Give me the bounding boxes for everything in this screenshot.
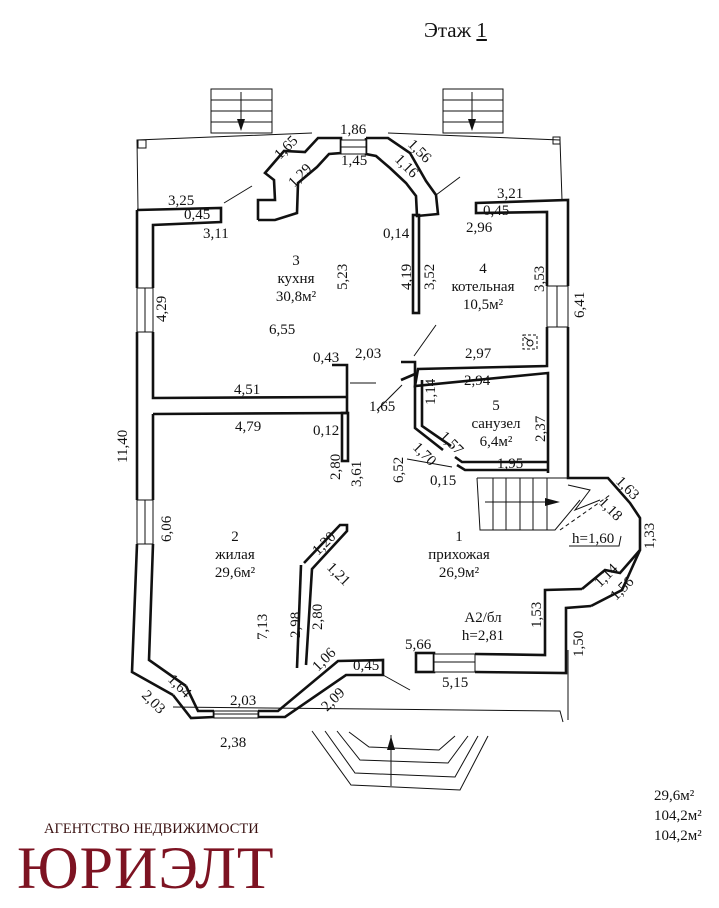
dim: 4,51 — [234, 382, 260, 398]
internal-staircase — [476, 477, 622, 547]
room-area: 29,6м² — [215, 565, 256, 581]
class-label: А2/бл — [464, 610, 502, 626]
dim: 2,37 — [533, 415, 549, 442]
dim: 1,06 — [310, 645, 340, 675]
room-hallway: 1 прихожая 26,9м² — [428, 529, 490, 581]
stairs-bottom — [311, 730, 489, 791]
stair-height: h=1,60 — [572, 531, 614, 547]
agency-logo: ЮРИЭЛТ — [17, 835, 275, 901]
dim: 5,15 — [442, 675, 468, 691]
room-area: 26,9м² — [439, 565, 480, 581]
dim: 1,33 — [642, 523, 658, 549]
dim: 1,86 — [340, 122, 367, 138]
dim: 0,43 — [313, 350, 339, 366]
total-line: 29,6м² — [654, 788, 695, 804]
dim: 4,29 — [154, 296, 170, 322]
arrow-down-icon — [468, 119, 476, 131]
dimension-labels: 1,86 1,45 1,65 1,29 1,56 1,16 3,25 0,45 … — [115, 122, 658, 751]
dim: 1,21 — [323, 560, 353, 590]
dim: 1,64 — [164, 672, 194, 702]
room-number: 4 — [479, 261, 487, 277]
area-totals: 29,6м² 104,2м² 104,2м² — [654, 786, 702, 846]
floor-number: 1 — [476, 18, 487, 42]
floor-title-prefix: Этаж — [424, 18, 472, 42]
dim: 5,66 — [405, 637, 432, 653]
outer-walls — [130, 136, 642, 720]
dim: 1,20 — [310, 529, 340, 559]
arrow-up-icon — [387, 736, 395, 750]
interior-walls — [223, 176, 548, 691]
agency-subtitle: АГЕНТСТВО НЕДВИЖИМОСТИ — [44, 821, 259, 837]
room-living: 2 жилая 29,6м² — [214, 529, 255, 581]
room-name: кухня — [277, 271, 314, 287]
room-name: жилая — [214, 547, 255, 563]
floor-title: Этаж 1 — [424, 18, 487, 43]
dim: 1,95 — [497, 456, 523, 472]
dim: 2,38 — [220, 735, 246, 751]
room-area: 6,4м² — [480, 434, 513, 450]
room-number: 2 — [231, 529, 239, 545]
dim: 3,25 — [168, 193, 194, 209]
room-bathroom: 5 санузел 6,4м² — [471, 398, 521, 450]
dim: 2,98 — [288, 612, 304, 638]
dim: 3,21 — [497, 186, 523, 202]
room-number: 3 — [292, 253, 300, 269]
dim: 1,65 — [369, 399, 395, 415]
dim: 2,97 — [465, 346, 492, 362]
dim: 1,14 — [423, 378, 439, 405]
stairs-top-right — [442, 88, 504, 134]
dim: 2,80 — [328, 454, 344, 480]
dim: 3,61 — [349, 461, 365, 487]
dim: 6,52 — [391, 457, 407, 483]
dim: 3,52 — [422, 264, 438, 290]
stairs-top-left — [210, 88, 273, 134]
dim: 0,12 — [313, 423, 339, 439]
dim: 2,80 — [310, 604, 326, 630]
dim: 7,13 — [255, 614, 271, 640]
dim: 1,50 — [571, 631, 587, 657]
ceiling-height: h=2,81 — [462, 628, 504, 644]
dim: 6,06 — [159, 515, 175, 542]
total-line: 104,2м² — [654, 808, 702, 824]
dim: 4,79 — [235, 419, 261, 435]
dim: 0,45 — [483, 203, 509, 219]
room-number: 1 — [455, 529, 463, 545]
dim: 2,03 — [138, 688, 168, 718]
dim: 6,41 — [572, 292, 588, 318]
dim: 3,11 — [203, 226, 229, 242]
dim: 6,55 — [269, 322, 295, 338]
room-name: санузел — [471, 416, 521, 432]
dim: 0,15 — [430, 473, 456, 489]
dim: 0,45 — [353, 658, 379, 674]
dim: 2,94 — [464, 373, 491, 389]
room-boiler: 4 котельная 10,5м² — [452, 261, 515, 313]
dim: 1,57 — [436, 429, 466, 459]
dim: 2,03 — [230, 693, 256, 709]
dim: 3,53 — [532, 266, 548, 292]
dim: 0,45 — [184, 207, 210, 223]
room-kitchen: 3 кухня 30,8м² — [276, 253, 317, 305]
room-name: котельная — [452, 279, 515, 295]
total-line: 104,2м² — [654, 828, 702, 844]
room-area: 30,8м² — [276, 289, 317, 305]
dim: 1,18 — [595, 495, 625, 525]
room-number: 5 — [492, 398, 500, 414]
terrace-outline — [136, 132, 569, 723]
room-area: 10,5м² — [463, 297, 504, 313]
dim: 4,19 — [399, 264, 415, 290]
dim: 5,23 — [335, 264, 351, 290]
dim: 1,53 — [529, 602, 545, 628]
dim: 1,63 — [612, 474, 642, 504]
dim: 2,96 — [466, 220, 493, 236]
dim: 1,29 — [286, 161, 316, 191]
arrow-right-icon — [545, 498, 560, 506]
dim: 2,03 — [355, 346, 381, 362]
boiler-icon — [522, 334, 538, 350]
dim: 11,40 — [115, 430, 131, 463]
room-name: прихожая — [428, 547, 490, 563]
dim: 0,14 — [383, 226, 410, 242]
arrow-down-icon — [237, 119, 245, 131]
dim: 1,45 — [341, 153, 367, 169]
